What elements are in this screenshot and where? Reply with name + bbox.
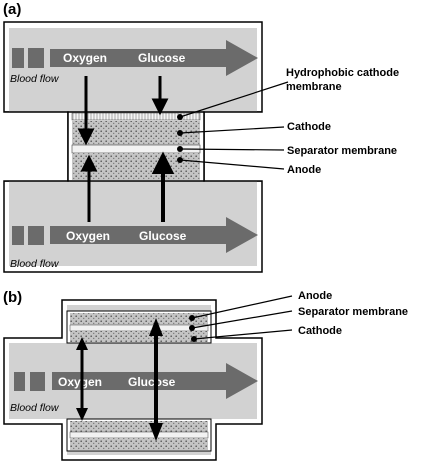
hydrophobic-cathode-label: Hydrophobic cathode [286, 67, 399, 79]
glucose-down-arrow [151, 76, 169, 116]
blood-flow-label: Blood flow [10, 73, 60, 85]
anode-layer [70, 313, 208, 325]
glucose-label: Glucose [128, 375, 176, 389]
flow-block [28, 226, 44, 245]
oxygen-down-arrow [76, 408, 88, 421]
oxygen-up-arrow [80, 154, 98, 222]
oxygen-label: Oxygen [58, 375, 102, 389]
flow-block [12, 226, 24, 245]
blood-flow-label: Blood flow [10, 402, 60, 414]
anode-label: Anode [298, 290, 332, 302]
panel-a-callouts: Hydrophobic cathode membrane Cathode Sep… [177, 67, 399, 176]
hydrophobic-membrane-label: membrane [286, 81, 342, 93]
flow-arrow [50, 40, 258, 76]
panel-b-label: (b) [3, 289, 22, 306]
separator-membrane-label: Separator membrane [287, 145, 397, 157]
flow-block [30, 372, 45, 391]
separator-membrane-label: Separator membrane [298, 306, 408, 318]
glucose-label: Glucose [139, 229, 187, 243]
panel-b-bottom-fuel-cell [66, 418, 212, 452]
panel-a-lower-flow: Oxygen Glucose Blood flow [10, 217, 258, 270]
panel-a-diffusion-arrows [77, 76, 175, 222]
flow-block [28, 48, 44, 68]
panel-b-top-fuel-cell [66, 310, 212, 344]
cathode-layer [70, 421, 208, 432]
oxygen-up-arrow [76, 337, 88, 350]
cathode-label: Cathode [298, 325, 342, 337]
flow-block [14, 372, 25, 391]
flow-block [12, 48, 24, 68]
glucose-down-arrow [149, 423, 163, 441]
oxygen-label: Oxygen [66, 229, 110, 243]
panel-b-callouts: Anode Separator membrane Cathode [189, 290, 408, 342]
anode-label: Anode [287, 164, 321, 176]
hydrophobic-cathode-membrane [71, 112, 201, 121]
oxygen-down-arrow [77, 76, 95, 146]
panel-a-label: (a) [3, 1, 21, 18]
cathode-label: Cathode [287, 121, 331, 133]
flow-arrow [50, 217, 258, 253]
anode-layer [70, 438, 208, 450]
cathode-layer [70, 331, 208, 342]
panel-a-upper-flow: Oxygen Glucose Blood flow [10, 40, 258, 85]
separator-membrane-layer [69, 324, 209, 332]
panel-a-fuel-cell [67, 111, 205, 182]
blood-flow-label: Blood flow [10, 258, 60, 270]
glucose-label: Glucose [138, 51, 186, 65]
oxygen-label: Oxygen [63, 51, 107, 65]
panel-b-diffusion-arrows [76, 318, 163, 441]
separator-membrane-layer [69, 431, 209, 439]
glucose-up-arrow [151, 151, 175, 222]
glucose-up-arrow [149, 318, 163, 336]
